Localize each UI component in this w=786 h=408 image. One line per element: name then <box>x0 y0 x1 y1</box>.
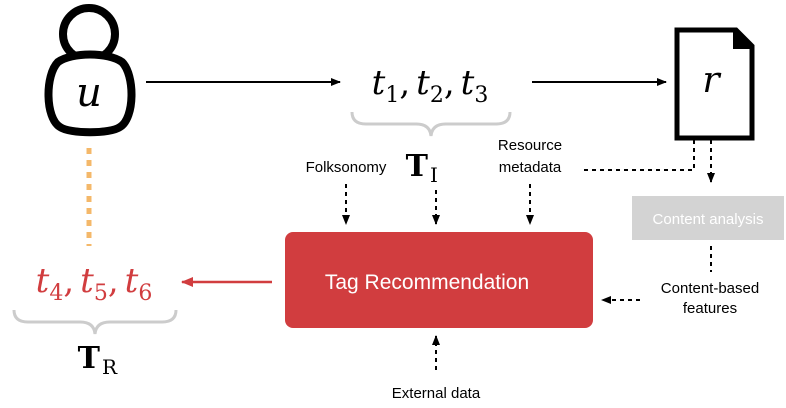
tag-recommendation-label: Tag Recommendation <box>325 271 529 294</box>
input-set-symbol: T <box>406 149 429 184</box>
tag-recommendation-box <box>285 232 593 328</box>
folksonomy-label: Folksonomy <box>306 159 387 176</box>
input-tags-brace <box>350 111 512 137</box>
resource-metadata-label-line1: Resource <box>498 137 562 154</box>
content-features-label-line1: Content-based <box>661 280 759 297</box>
output-tags-brace <box>12 309 178 335</box>
resource-symbol: r <box>702 60 721 101</box>
user-symbol: u <box>76 70 102 116</box>
content-analysis-label: Content analysis <box>653 211 764 228</box>
resource-document-icon <box>674 27 755 141</box>
content-features-label-line2: features <box>683 300 737 317</box>
output-set-subscript: R <box>102 355 118 379</box>
resource-metadata-label-line2: metadata <box>499 159 562 176</box>
external-data-label: External data <box>392 385 481 402</box>
input-set-subscript: I <box>430 163 438 187</box>
input-tags: t1,t2,t3 <box>372 63 489 108</box>
output-set-symbol: T <box>78 341 101 376</box>
output-tags: t4,t5,t6 <box>36 261 153 306</box>
resource-to-metadata-connector <box>582 140 695 171</box>
user-icon <box>44 4 136 137</box>
content-analysis-box <box>632 196 784 240</box>
